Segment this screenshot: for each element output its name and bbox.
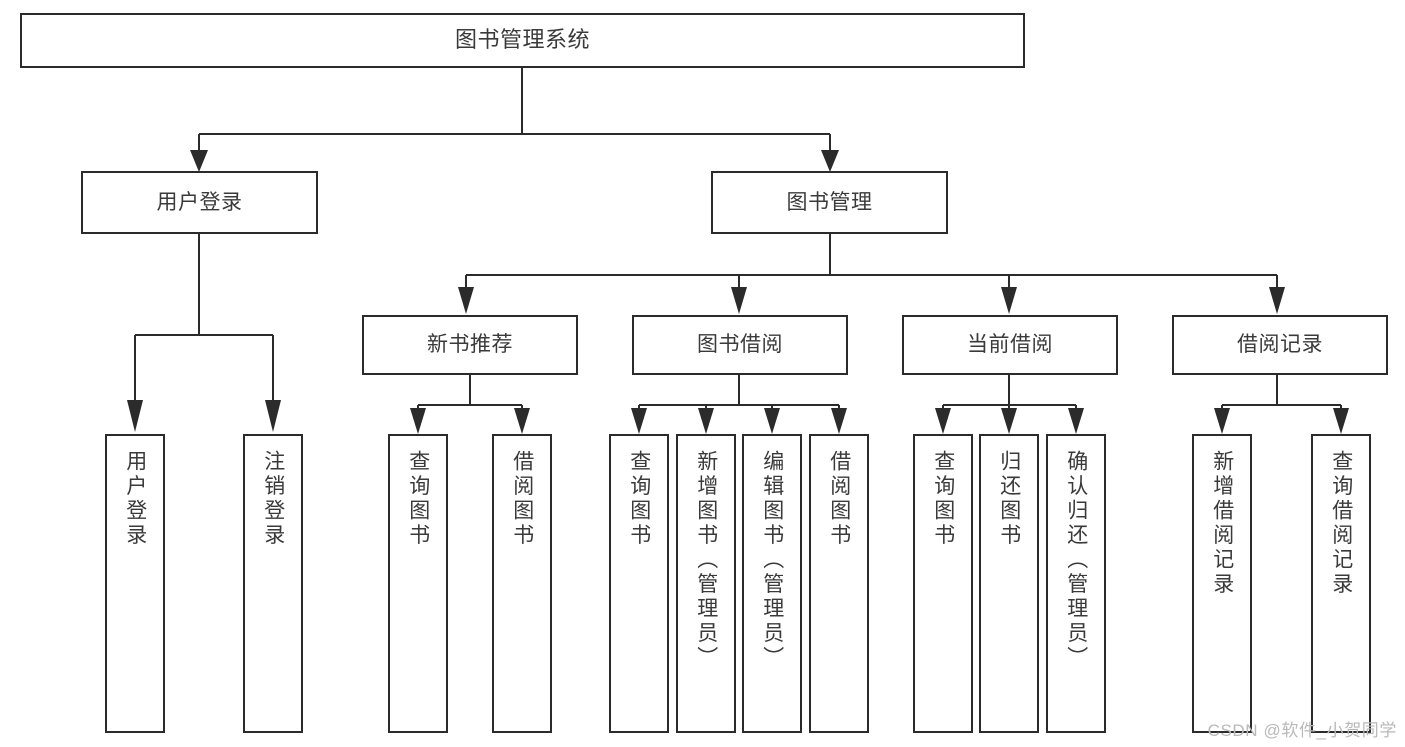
arrowhead-currentborrow-leaf-2 — [1001, 408, 1017, 434]
leaf-book-borrow-query-book[interactable]: 查询图书 — [609, 434, 669, 733]
leaf-new-book-query-book[interactable]: 查询图书 — [388, 434, 448, 733]
node-label: 确认归还（管理员） — [1064, 450, 1088, 671]
node-label: 图书借阅 — [697, 333, 783, 357]
leaf-borrow-record-query-record[interactable]: 查询借阅记录 — [1311, 434, 1371, 733]
node-label: 图书管理系统 — [454, 27, 590, 53]
node-label: 新书推荐 — [427, 333, 513, 357]
node-label: 查询图书 — [627, 450, 651, 548]
node-label: 新增图书（管理员） — [694, 450, 718, 671]
node-label: 查询图书 — [931, 450, 955, 548]
arrowhead-current-borrow — [1001, 287, 1017, 314]
leaf-current-borrow-confirm-return-admin[interactable]: 确认归还（管理员） — [1046, 434, 1106, 733]
arrowhead-borrow-record — [1269, 287, 1285, 314]
leaf-book-borrow-borrow-book[interactable]: 借阅图书 — [809, 434, 869, 733]
leaf-user-login-logout[interactable]: 注销登录 — [243, 434, 303, 733]
node-current-borrow[interactable]: 当前借阅 — [902, 315, 1118, 375]
node-book-borrow[interactable]: 图书借阅 — [632, 315, 848, 375]
node-label: 归还图书 — [997, 450, 1021, 548]
arrowhead-currentborrow-leaf-1 — [935, 408, 951, 434]
arrowhead-newbook-leaf-1 — [410, 408, 426, 434]
node-label: 借阅记录 — [1237, 333, 1323, 357]
node-label: 查询图书 — [406, 450, 430, 548]
node-label: 新增借阅记录 — [1210, 450, 1234, 597]
arrowhead-leaf-user-login — [127, 400, 143, 432]
node-root-book-management-system[interactable]: 图书管理系统 — [20, 13, 1025, 68]
arrowhead-leaf-logout — [265, 400, 281, 432]
arrowhead-bookborrow-leaf-4 — [831, 408, 847, 434]
node-new-book-recommend[interactable]: 新书推荐 — [362, 315, 578, 375]
leaf-current-borrow-query-book[interactable]: 查询图书 — [913, 434, 973, 733]
arrowhead-bookborrow-leaf-2 — [698, 408, 714, 434]
leaf-user-login-login[interactable]: 用户登录 — [105, 434, 165, 733]
node-label: 借阅图书 — [510, 450, 534, 548]
leaf-borrow-record-add-record[interactable]: 新增借阅记录 — [1192, 434, 1252, 733]
leaf-new-book-borrow-book[interactable]: 借阅图书 — [492, 434, 552, 733]
node-label: 图书管理 — [786, 190, 873, 214]
node-book-management[interactable]: 图书管理 — [711, 171, 948, 234]
arrowhead-borrowrecord-leaf-2 — [1333, 408, 1349, 434]
arrowhead-bookborrow-leaf-3 — [764, 408, 780, 434]
watermark: CSDN @软件_小贺同学 — [1207, 721, 1397, 740]
node-borrow-record[interactable]: 借阅记录 — [1172, 315, 1388, 375]
node-label: 用户登录 — [123, 450, 147, 548]
node-label: 注销登录 — [261, 450, 285, 548]
arrowhead-new-book — [458, 287, 474, 314]
node-label: 借阅图书 — [827, 450, 851, 548]
arrowhead-currentborrow-leaf-3 — [1068, 408, 1084, 434]
node-label: 编辑图书（管理员） — [760, 450, 784, 671]
arrowhead-borrowrecord-leaf-1 — [1214, 408, 1230, 434]
node-label: 用户登录 — [156, 190, 243, 214]
node-user-login[interactable]: 用户登录 — [81, 171, 318, 234]
leaf-current-borrow-return-book[interactable]: 归还图书 — [979, 434, 1039, 733]
arrowhead-book-mgmt — [821, 150, 839, 172]
arrowhead-newbook-leaf-2 — [514, 408, 530, 434]
arrowhead-bookborrow-leaf-1 — [631, 408, 647, 434]
arrowhead-user-login — [190, 150, 208, 172]
leaf-book-borrow-add-book-admin[interactable]: 新增图书（管理员） — [676, 434, 736, 733]
node-label: 当前借阅 — [967, 333, 1053, 357]
node-label: 查询借阅记录 — [1329, 450, 1353, 597]
arrowhead-book-borrow — [731, 287, 747, 314]
leaf-book-borrow-edit-book-admin[interactable]: 编辑图书（管理员） — [742, 434, 802, 733]
